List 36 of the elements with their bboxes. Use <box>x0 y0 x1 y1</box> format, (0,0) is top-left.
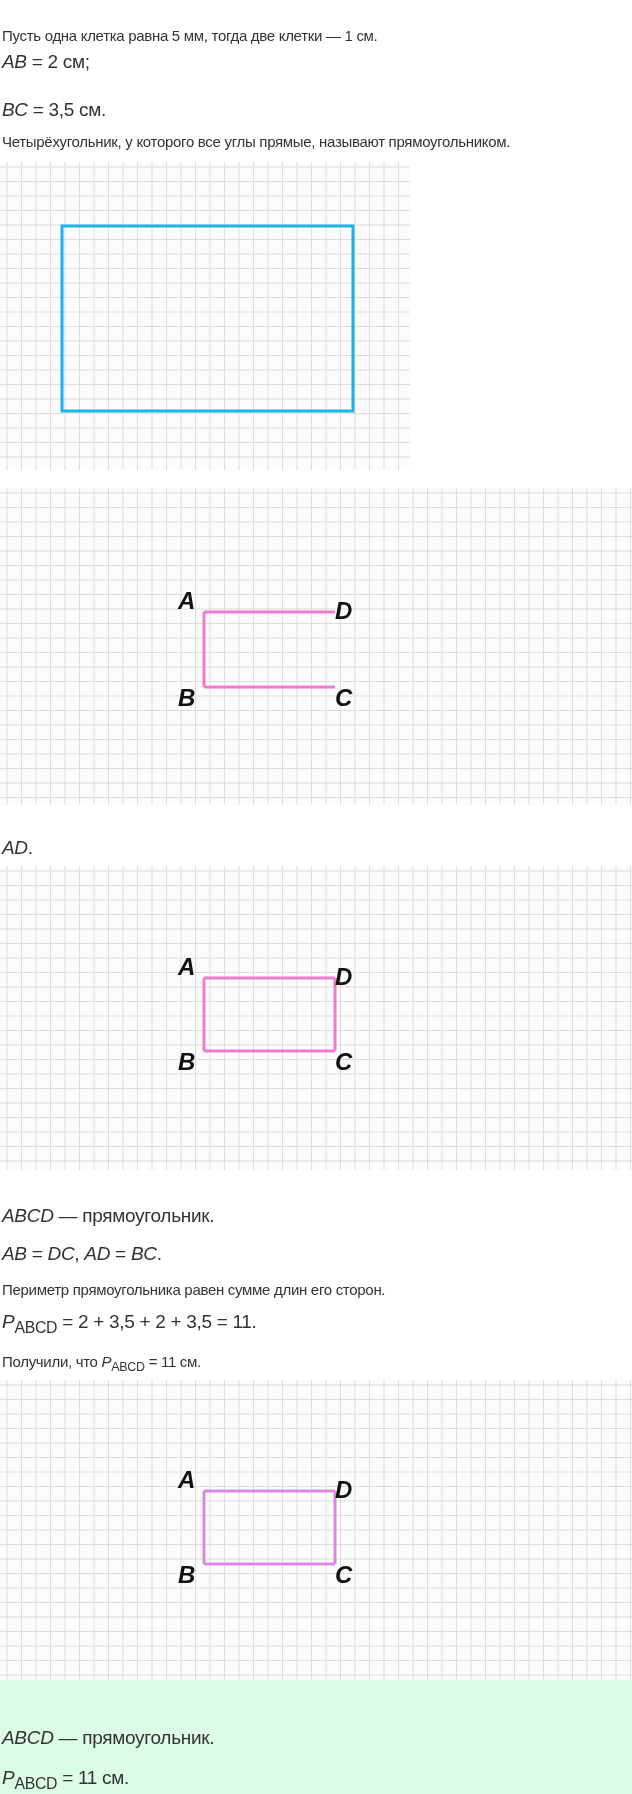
rectangle-side <box>204 1049 335 1053</box>
vertex-label: C <box>335 687 361 709</box>
vertex-label: D <box>335 966 361 988</box>
rectangle-side <box>202 1491 206 1564</box>
rectangle-side <box>204 610 335 614</box>
vertex-label: A <box>178 1469 204 1491</box>
vertex-label: B <box>178 687 204 709</box>
text-line: AB = DC, AD = BC. <box>2 1244 162 1264</box>
vertex-label: C <box>335 1564 361 1586</box>
text-line: P$_{ABCD}$ = 2 + 3,5 + 2 + 3,5 = 11. <box>2 1312 257 1338</box>
vertex-label: D <box>335 600 361 622</box>
text-line: AB = 2 см; <box>2 52 90 72</box>
text-line: BC = 3,5 см. <box>2 100 106 120</box>
rectangle-side <box>333 1491 337 1564</box>
text-line: ABCD — прямоугольник. <box>2 1728 215 1748</box>
rectangle-side <box>204 1489 335 1493</box>
text-line: P$_{ABCD}$ = 11 см. <box>2 1768 129 1794</box>
rectangle-side <box>204 685 335 689</box>
rectangle-side <box>202 978 206 1051</box>
text-line: AD. <box>2 838 33 858</box>
rectangle-side <box>202 612 206 687</box>
vertex-label: A <box>178 956 204 978</box>
text-line: Получили, что P$_{ABCD}$ = 11 см. <box>2 1352 201 1376</box>
rectangle-side <box>333 978 337 1051</box>
vertex-label: B <box>178 1564 204 1586</box>
vertex-label: D <box>335 1479 361 1501</box>
rectangle-side <box>204 976 335 980</box>
vertex-label: C <box>335 1051 361 1073</box>
text-line: Четырёхугольник, у которого все углы прямые, называют прямоугольником. <box>2 132 511 152</box>
vertex-label: A <box>178 590 204 612</box>
text-line: Периметр прямоугольника равен сумме длин его сторон. <box>2 1280 386 1300</box>
rectangle-shape <box>60 224 355 413</box>
text-line: Пусть одна клетка равна 5 мм, тогда две клетки — 1 см. <box>2 26 378 46</box>
vertex-label: B <box>178 1051 204 1073</box>
rectangle-side <box>204 1562 335 1566</box>
text-line: ABCD — прямоугольник. <box>2 1206 215 1226</box>
